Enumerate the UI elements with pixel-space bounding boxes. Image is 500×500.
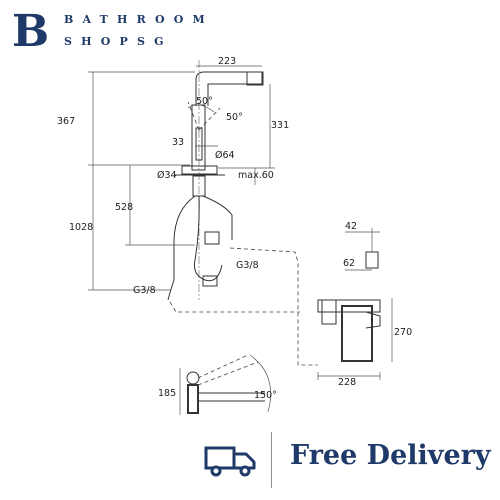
filter-valve — [321, 299, 337, 325]
free-delivery-label: Free Delivery — [290, 440, 491, 471]
hose-connector — [204, 231, 220, 245]
dim-diameter-64: Ø64 — [215, 150, 235, 161]
brand-name-line2: SHOPSG — [64, 35, 173, 48]
faucet-spout — [195, 71, 263, 106]
brand-name-line1: BATHROOM — [64, 13, 214, 26]
pullout-hose — [194, 195, 223, 282]
dim-max-60: max.60 — [238, 170, 274, 181]
footer-divider — [271, 432, 272, 488]
dim-height-top: 367 — [57, 116, 75, 127]
top-view-body — [187, 384, 199, 414]
dim-angle-a: 50° — [196, 96, 213, 107]
dim-spout-width: 223 — [218, 56, 236, 67]
faucet-base — [181, 165, 218, 175]
dim-thread-b: G3/8 — [133, 285, 156, 296]
hose-weight — [202, 275, 218, 287]
dim-62: 62 — [343, 258, 355, 269]
supply-hose-right — [202, 195, 233, 240]
dim-thread-a: G3/8 — [236, 260, 259, 271]
dim-33: 33 — [172, 137, 184, 148]
dim-1028: 1028 — [69, 222, 93, 233]
dim-diameter-34: Ø34 — [157, 170, 177, 181]
dim-228: 228 — [338, 377, 356, 388]
dim-185: 185 — [158, 388, 176, 399]
filter-head — [365, 251, 379, 269]
dim-spout-height: 331 — [271, 120, 289, 131]
filter-bracket — [317, 299, 381, 313]
dim-42: 42 — [345, 221, 357, 232]
top-view-base — [186, 371, 200, 385]
brand-logo-mark: B — [12, 6, 50, 57]
dim-528: 528 — [115, 202, 133, 213]
delivery-truck-icon — [204, 446, 256, 477]
supply-hose-left — [167, 195, 196, 301]
dim-angle-150: 150° — [254, 390, 277, 401]
dim-270: 270 — [394, 327, 412, 338]
dim-angle-b: 50° — [226, 112, 243, 123]
spout-head — [246, 71, 264, 86]
filter-cartridge — [341, 305, 373, 362]
